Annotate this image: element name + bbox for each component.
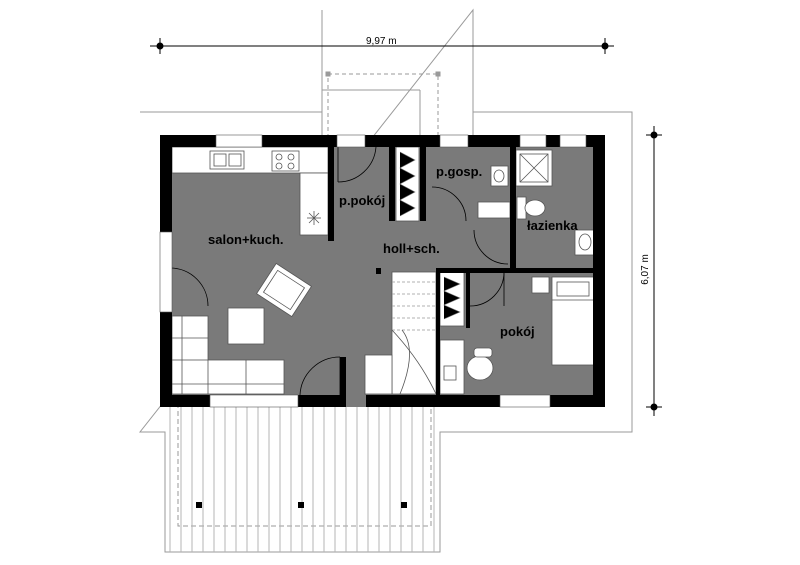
room-label-lazienka: łazienka (527, 218, 578, 233)
toilet-icon (516, 196, 546, 220)
staircase (364, 271, 437, 395)
window-openings (159, 134, 587, 408)
bed-icon (551, 276, 595, 366)
fridge-icon (307, 211, 321, 225)
room-label-holl: holl+sch. (383, 241, 440, 256)
coffee-table (227, 307, 265, 345)
sink-icon (209, 150, 245, 170)
desk-icon (439, 339, 465, 395)
dimension-depth-label: 6,07 m (639, 254, 651, 285)
chair-icon (466, 347, 494, 381)
terrace-posts (196, 502, 407, 508)
door-swings (169, 146, 509, 396)
dimension-depth (646, 126, 662, 416)
room-label-salon: salon+kuch. (208, 232, 284, 247)
shower-icon (515, 149, 553, 187)
terrace (169, 405, 435, 552)
wardrobe-hatch (399, 151, 461, 320)
roof-outline (138, 8, 633, 553)
nightstand (531, 276, 550, 294)
sofa-icon (171, 315, 285, 395)
room-label-pokoj: pokój (500, 324, 535, 339)
room-label-pgosp: p.gosp. (436, 164, 483, 179)
dimension-width (150, 38, 614, 54)
room-label-ppokoj: p.pokój (339, 193, 386, 208)
utility-sink-icon (477, 165, 511, 219)
kitchen-counter (171, 146, 329, 236)
washbasin-icon (574, 229, 595, 256)
stove-icon (271, 150, 300, 172)
armchair-icon (256, 262, 312, 318)
dimension-width-label: 9,97 m (366, 36, 397, 47)
